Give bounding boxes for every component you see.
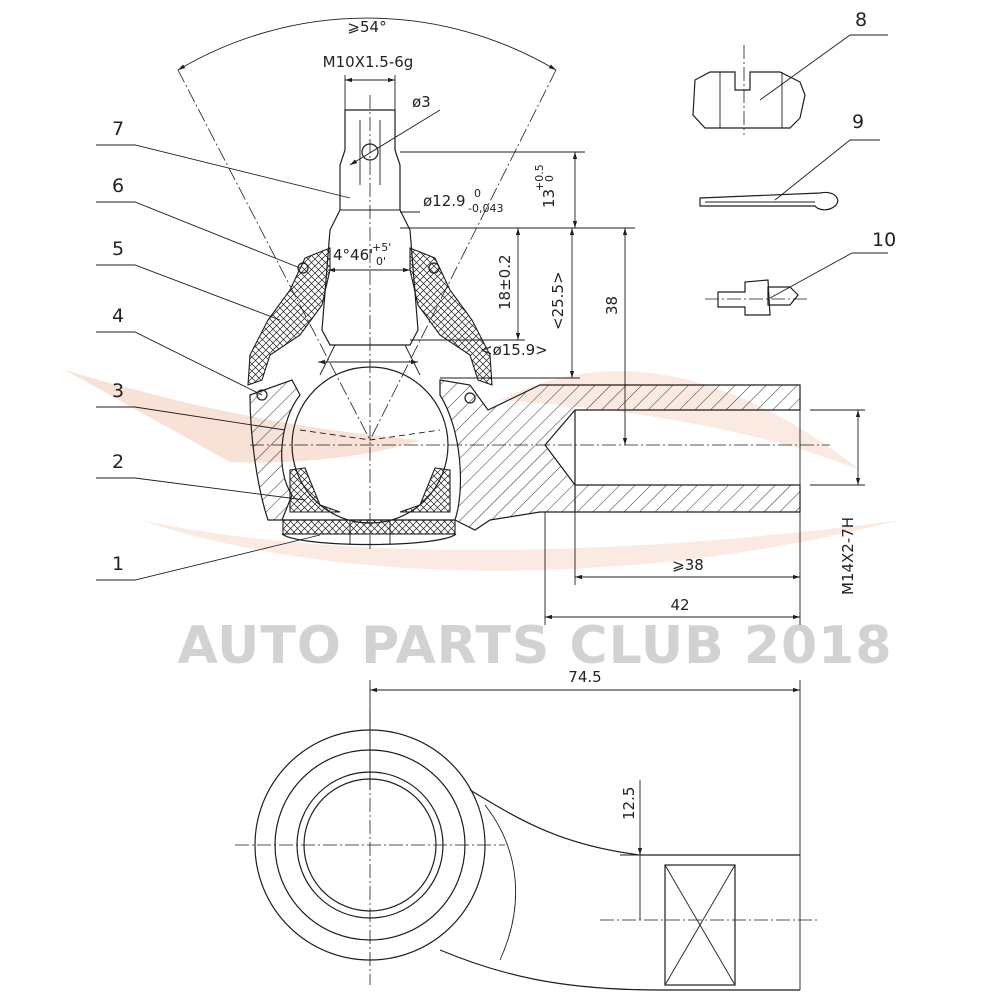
callout-8: 8 <box>855 9 867 31</box>
thread-depth-label: ⩾38 <box>672 556 704 574</box>
vertical-dimensions: 13 +0.5 0 18±0.2 <25.5> 38 <ø15.9> M14X2… <box>400 151 865 595</box>
length-13-label: 13 <box>540 189 558 208</box>
taper-tol-lower: 0' <box>376 255 386 268</box>
callout-9: 9 <box>852 111 864 133</box>
offset-label: 12.5 <box>620 787 638 820</box>
dia-15-label: <ø15.9> <box>480 341 548 359</box>
length-25-label: <25.5> <box>549 271 567 330</box>
callout-6: 6 <box>112 175 124 197</box>
tol-13-lower: 0 <box>543 175 556 182</box>
castle-nut: 8 <box>692 9 888 135</box>
length-38-label: 38 <box>603 296 621 315</box>
callout-10: 10 <box>872 229 896 251</box>
overall-length-label: 74.5 <box>568 668 601 686</box>
length-18-label: 18±0.2 <box>496 254 514 310</box>
grease-fitting: 10 <box>705 229 896 316</box>
bore-thread-label: M14X2-7H <box>839 517 857 595</box>
callout-5: 5 <box>112 238 124 260</box>
tol-13-upper: +0.5 <box>533 164 546 191</box>
shank-tol-upper: 0 <box>474 187 481 200</box>
taper-tol-upper: +5' <box>372 241 391 254</box>
callout-7: 7 <box>112 118 124 140</box>
shank-dia-label: ø12.9 <box>423 192 466 210</box>
callout-1: 1 <box>112 553 124 575</box>
horizontal-dimensions: ⩾38 42 <box>544 512 801 625</box>
cotter-pin: 9 <box>699 111 880 211</box>
callout-3: 3 <box>112 380 124 402</box>
callouts-left: 1 2 3 4 5 6 7 <box>96 118 351 581</box>
ball-stud <box>319 95 421 550</box>
shank-tol-lower: -0,043 <box>468 202 503 215</box>
angle-label: ⩾54° <box>347 18 386 36</box>
taper-label: 4°46' <box>333 246 373 264</box>
thread-label: M10X1.5-6g <box>323 53 414 71</box>
length-42-label: 42 <box>670 596 689 614</box>
ball-joint <box>250 366 830 546</box>
angle-dimension: ⩾54° <box>177 17 557 441</box>
watermark-text: AUTO PARTS CLUB 2018 <box>177 616 892 676</box>
callout-2: 2 <box>112 451 124 473</box>
hole-dia-label: ø3 <box>412 93 431 111</box>
callout-4: 4 <box>112 305 124 327</box>
plan-view: 74.5 12.5 <box>235 668 820 991</box>
